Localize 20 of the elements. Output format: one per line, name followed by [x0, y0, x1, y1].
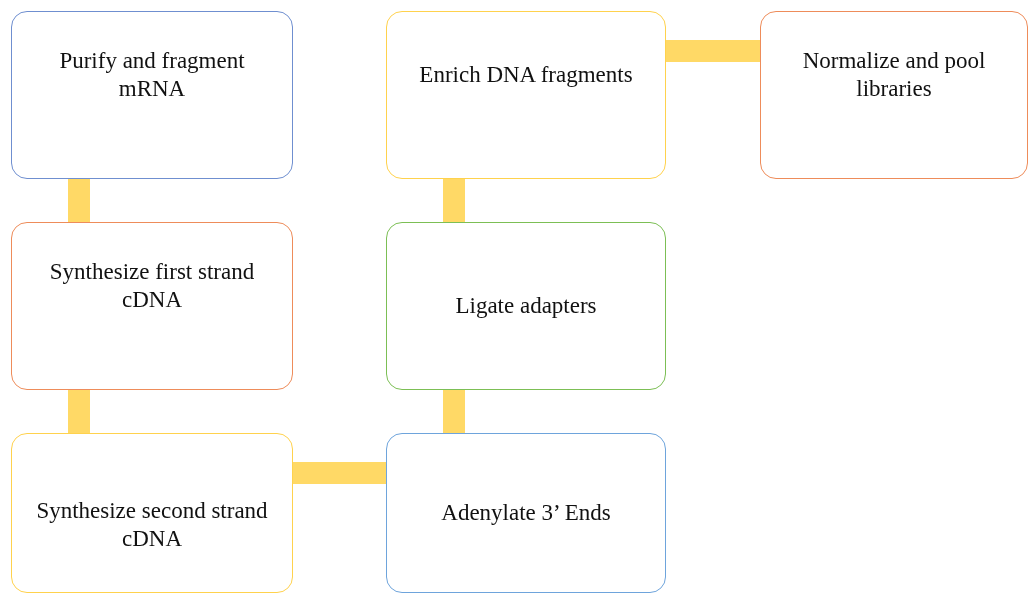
process-box — [11, 11, 293, 179]
process-box — [386, 433, 666, 593]
connector-bar — [293, 462, 386, 484]
connector-bar — [443, 390, 465, 433]
process-box — [386, 11, 666, 179]
step-label: Ligate adapters — [455, 292, 597, 320]
process-box — [760, 11, 1028, 179]
connector-bar — [68, 179, 90, 222]
connector-bar — [443, 179, 465, 222]
step-label: Synthesize second strand cDNA — [35, 497, 269, 553]
step-label: Normalize and pool libraries — [801, 47, 987, 103]
step-label: Adenylate 3’ Ends — [441, 499, 611, 527]
process-box — [11, 433, 293, 593]
connector-bar — [666, 40, 760, 62]
process-box — [11, 222, 293, 390]
step-label: Synthesize first strand cDNA — [48, 258, 256, 314]
step-label: Enrich DNA fragments — [419, 61, 633, 89]
step-label: Purify and fragment mRNA — [58, 47, 246, 103]
connector-bar — [68, 390, 90, 433]
process-box — [386, 222, 666, 390]
